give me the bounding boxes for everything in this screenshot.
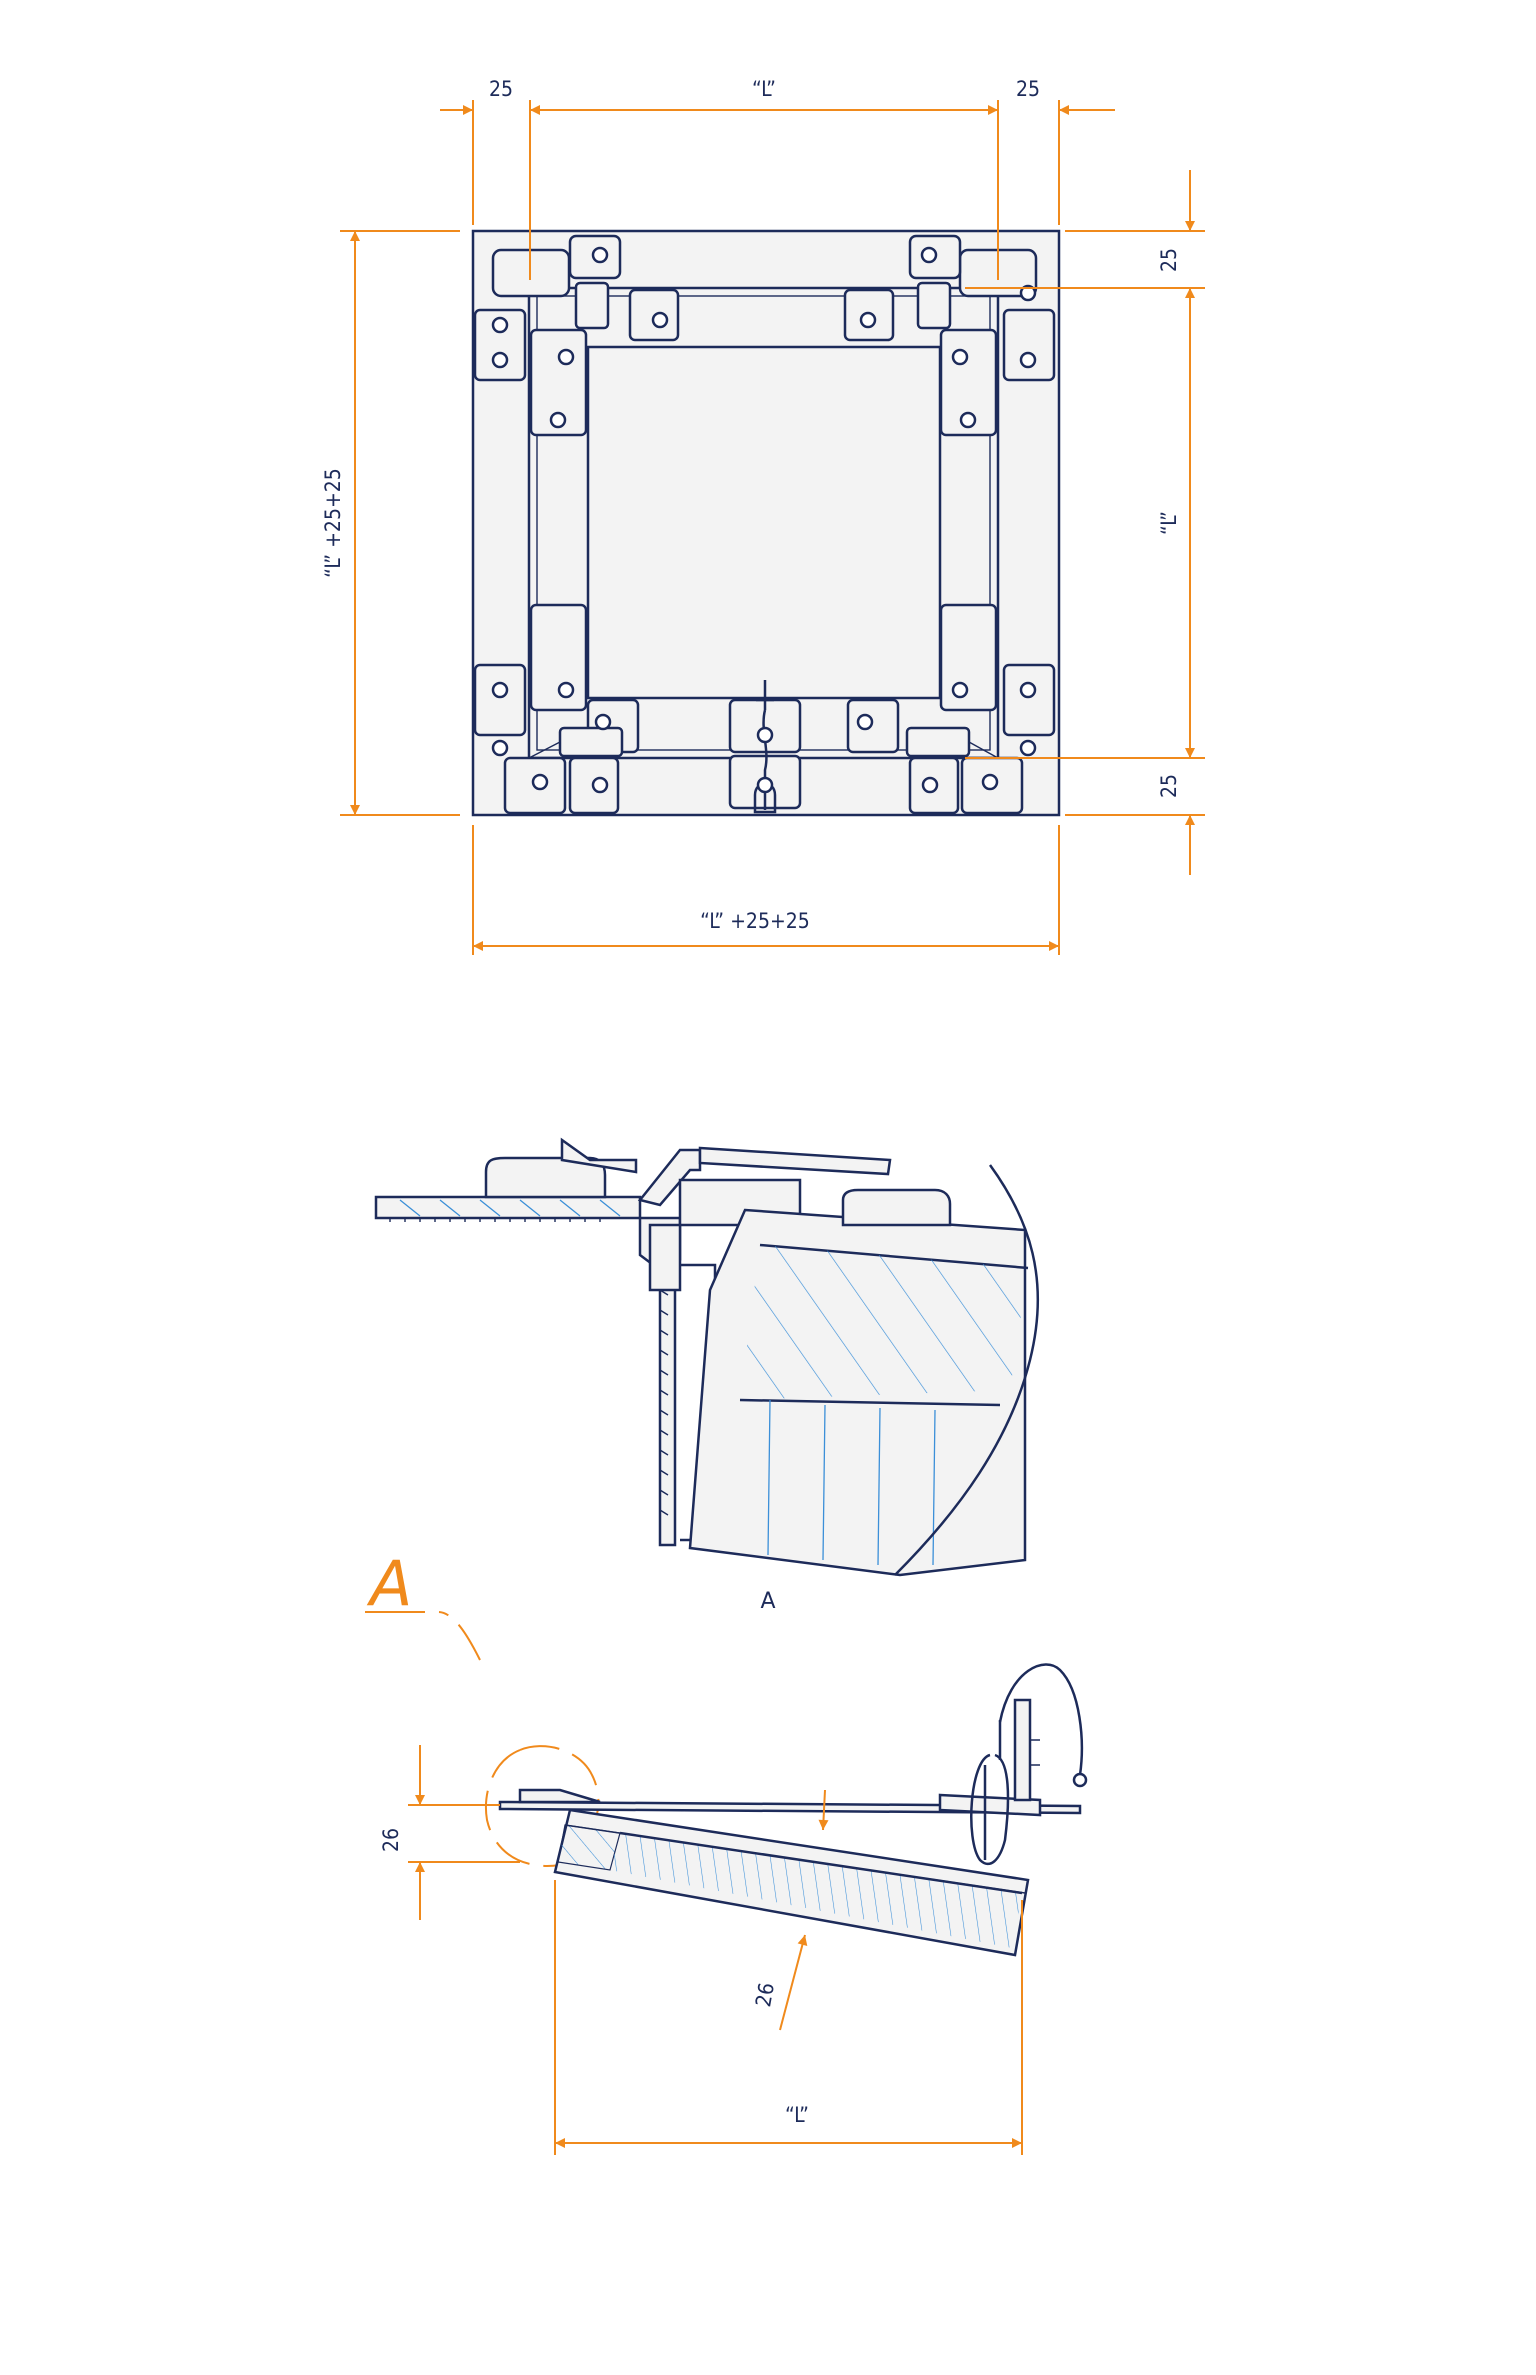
bolt-icon: [1019, 739, 1037, 757]
dim-left: “L” +25+25: [321, 468, 345, 578]
bolt-icon: [756, 726, 774, 744]
hinge-plate: [916, 281, 952, 330]
bolt-icon: [951, 348, 969, 366]
frame-tab: [1002, 663, 1056, 737]
bolt-icon: [531, 773, 549, 791]
plan-view: [471, 229, 1061, 817]
dim-top-right: 25: [1016, 77, 1040, 101]
section-left-dim: 26: [379, 1828, 403, 1852]
detail-view: A: [374, 1137, 1040, 1614]
bottom-hinge: [558, 726, 624, 758]
bolt-icon: [491, 739, 509, 757]
section-bottom-dim: “L”: [785, 2103, 809, 2127]
frame-tab: [846, 698, 900, 754]
latch-chain: [753, 680, 777, 814]
dim-right-top: 25: [1157, 248, 1181, 272]
bolt-icon: [491, 316, 509, 334]
frame-tab: [473, 308, 527, 382]
hinge-plate: [574, 281, 610, 330]
bolt-icon: [594, 713, 612, 731]
bolt-icon: [1019, 681, 1037, 699]
bolt-icon: [951, 681, 969, 699]
bolt-icon: [856, 713, 874, 731]
plan-dimensions: 25 “L” 25 25 “L” 25 “L” +25+25 “L” +25+2…: [321, 77, 1205, 955]
callout-letter: A: [366, 1547, 412, 1620]
frame-tab: [529, 603, 588, 712]
bolt-icon: [859, 311, 877, 329]
section-thickness-dim: 26: [751, 1981, 779, 2009]
bolt-icon: [981, 773, 999, 791]
bolt-icon: [557, 348, 575, 366]
section-view: A 26 26 “L”: [365, 1547, 1088, 2155]
bolt-icon: [491, 351, 509, 369]
bolt-icon: [549, 411, 567, 429]
dim-top-middle: “L”: [752, 77, 776, 101]
frame-tab: [1002, 308, 1056, 382]
diag-brace: [528, 741, 999, 759]
bolt-icon: [1019, 351, 1037, 369]
bolt-icon: [591, 246, 609, 264]
bolt-icon: [1019, 284, 1037, 302]
dim-right-bottom: 25: [1157, 774, 1181, 798]
bolt-holes: [491, 246, 1037, 794]
frame-tab: [939, 603, 998, 712]
bolt-icon: [557, 681, 575, 699]
bolt-icon: [651, 311, 669, 329]
frame-tab: [473, 663, 527, 737]
bottom-hinge: [905, 726, 971, 758]
dim-right-middle: “L”: [1157, 511, 1181, 535]
bolt-icon: [921, 776, 939, 794]
bolt-icon: [491, 681, 509, 699]
dim-top-left: 25: [489, 77, 513, 101]
bolt-icon: [959, 411, 977, 429]
bolt-icon: [756, 776, 774, 794]
bolt-icon: [591, 776, 609, 794]
bolt-icon: [920, 246, 938, 264]
dim-bottom: “L” +25+25: [700, 909, 810, 933]
detail-label: A: [760, 1589, 775, 1614]
